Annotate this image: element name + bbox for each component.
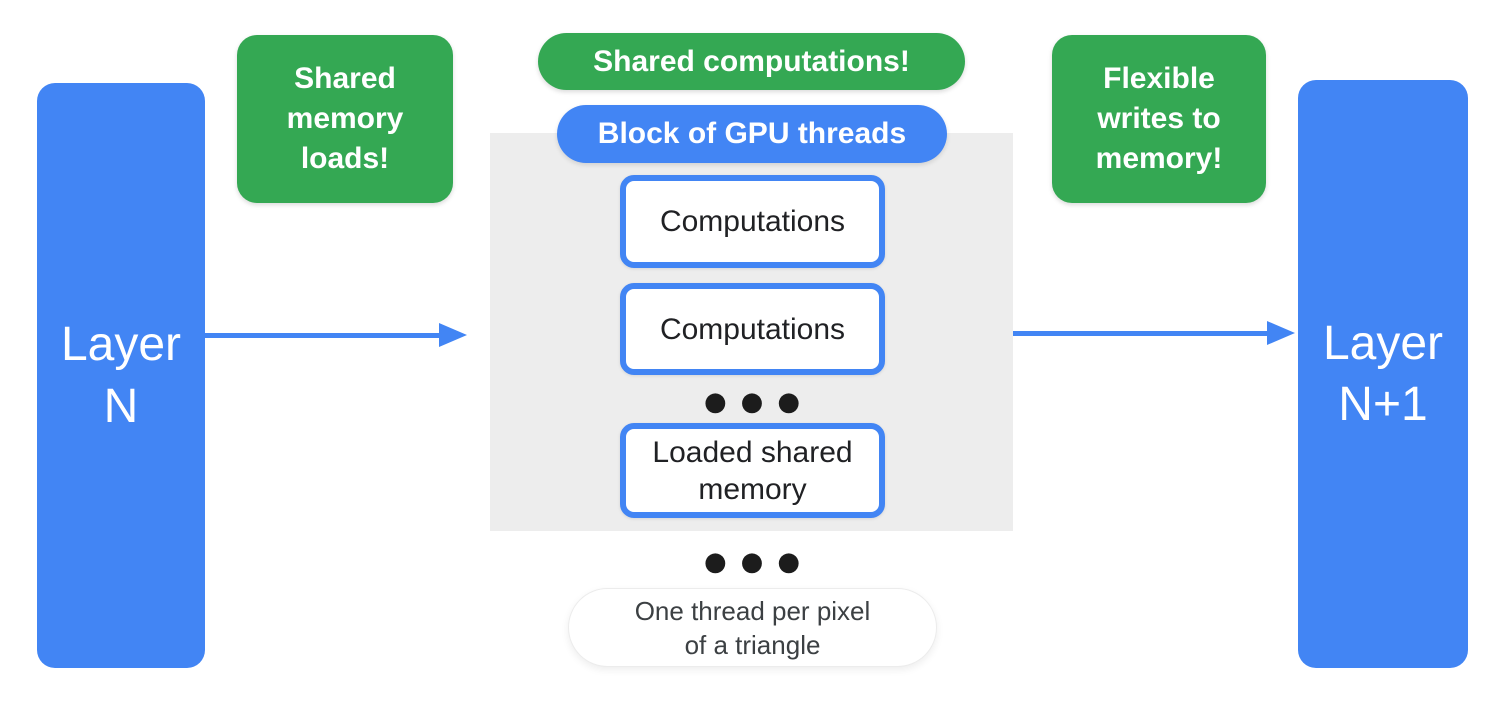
- note-line1: One thread per pixel: [634, 595, 871, 626]
- callout-right-line3: memory!: [1095, 142, 1223, 175]
- callout-flexible-writes: Flexible writes to memory!: [1052, 35, 1266, 203]
- layer-n-plus-1-label-line1: Layer: [1322, 316, 1444, 370]
- arrow-block-to-layer-n-plus-1: [1013, 331, 1269, 336]
- callout-left-line2: memory: [286, 102, 404, 135]
- layer-n-plus-1-label-line2: N+1: [1338, 378, 1428, 431]
- computations-box-2: Computations: [620, 283, 885, 375]
- callout-right-line1: Flexible: [1103, 62, 1215, 95]
- layer-n-label-line1: Layer: [60, 318, 182, 372]
- layer-n-box: Layer N: [37, 83, 205, 668]
- callout-shared-computations: Shared computations!: [538, 33, 965, 90]
- loaded-shared-memory-line1: Loaded shared: [652, 435, 853, 469]
- ellipsis-dots-inside-block: ●●●: [703, 387, 815, 417]
- note-line2: of a triangle: [684, 629, 821, 660]
- ellipsis-dots-below-block: ●●●: [703, 547, 815, 577]
- arrow-layer-n-to-block-head-icon: [439, 323, 467, 347]
- arrow-block-to-layer-n-plus-1-head-icon: [1267, 321, 1295, 345]
- block-of-gpu-threads-label: Block of GPU threads: [597, 117, 907, 150]
- loaded-shared-memory-line2: memory: [698, 472, 807, 506]
- loaded-shared-memory-box: Loaded shared memory: [620, 423, 885, 518]
- callout-center-label: Shared computations!: [593, 44, 910, 78]
- callout-left-line3: loads!: [300, 142, 390, 175]
- computations-box-1-label: Computations: [659, 205, 846, 238]
- layer-n-label-line2: N: [103, 379, 139, 433]
- callout-shared-memory-loads: Shared memory loads!: [237, 35, 453, 203]
- computations-box-2-label: Computations: [659, 312, 846, 346]
- arrow-layer-n-to-block: [205, 333, 441, 338]
- computations-box-1: Computations: [620, 175, 885, 268]
- one-thread-per-pixel-note: One thread per pixel of a triangle: [568, 588, 937, 667]
- callout-right-line2: writes to: [1097, 102, 1221, 135]
- callout-left-line1: Shared: [294, 62, 396, 95]
- layer-n-plus-1-box: Layer N+1: [1298, 80, 1468, 668]
- block-of-gpu-threads-pill: Block of GPU threads: [557, 105, 947, 163]
